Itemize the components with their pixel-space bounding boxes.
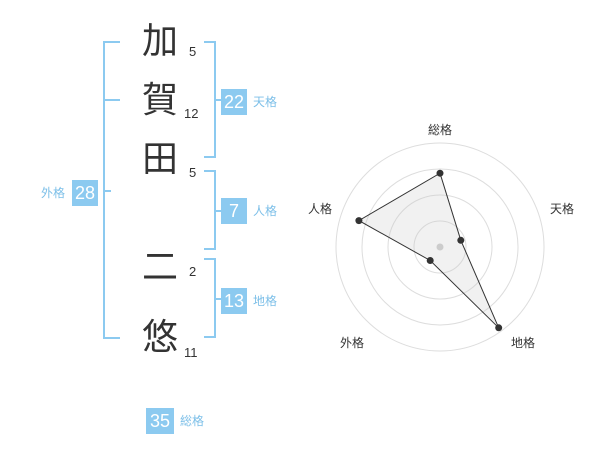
stroke-count-1: 5 bbox=[189, 44, 197, 59]
name-char-3: 田 bbox=[141, 139, 178, 180]
soukaku-label: 総格 bbox=[180, 414, 205, 428]
chikaku-value: 13 bbox=[221, 288, 247, 314]
name-char-4: 二 bbox=[141, 247, 178, 288]
tenkaku-value: 22 bbox=[221, 89, 247, 115]
radar-ring bbox=[387, 194, 493, 300]
radar-ring bbox=[413, 220, 467, 274]
gaikaku-value: 28 bbox=[72, 180, 98, 206]
radar-label-chikaku: 地格 bbox=[511, 335, 535, 350]
stroke-count-5: 11 bbox=[184, 345, 198, 360]
radar-ring bbox=[335, 142, 545, 352]
name-char-5: 悠 bbox=[141, 317, 178, 358]
stroke-count-2: 12 bbox=[184, 106, 199, 121]
gaikaku-label: 外格 bbox=[41, 186, 66, 200]
name-char-2: 賀 bbox=[141, 80, 178, 121]
radar-label-gaikaku: 外格 bbox=[340, 335, 364, 350]
radar-point bbox=[436, 169, 444, 177]
radar-point bbox=[355, 217, 363, 225]
chikaku-bracket-tick bbox=[215, 298, 221, 300]
radar-area bbox=[357, 172, 500, 329]
name-char-1: 加 bbox=[141, 21, 178, 62]
radar-center-dot bbox=[436, 243, 444, 251]
radar-point bbox=[495, 324, 503, 332]
stroke-count-3: 5 bbox=[189, 165, 197, 180]
jinkaku-bracket-tick bbox=[215, 210, 221, 212]
soukaku-value: 35 bbox=[146, 408, 174, 434]
tenkaku-label: 天格 bbox=[253, 95, 278, 109]
tenkaku-bracket-tick bbox=[215, 99, 221, 101]
chikaku-label: 地格 bbox=[253, 294, 278, 308]
stroke-count-4: 2 bbox=[189, 264, 197, 279]
radar-label-jinkaku: 人格 bbox=[308, 201, 332, 216]
radar-point bbox=[457, 236, 465, 244]
jinkaku-value: 7 bbox=[221, 198, 247, 224]
radar-point bbox=[426, 257, 434, 264]
gaikaku-bracket-tick bbox=[103, 190, 111, 192]
radar-label-soukaku: 総格 bbox=[428, 122, 452, 137]
radar-ring bbox=[361, 168, 519, 326]
jinkaku-label: 人格 bbox=[253, 204, 278, 218]
radar-label-tenkaku: 天格 bbox=[550, 201, 574, 216]
gaikaku-bracket-tick bbox=[103, 99, 120, 101]
